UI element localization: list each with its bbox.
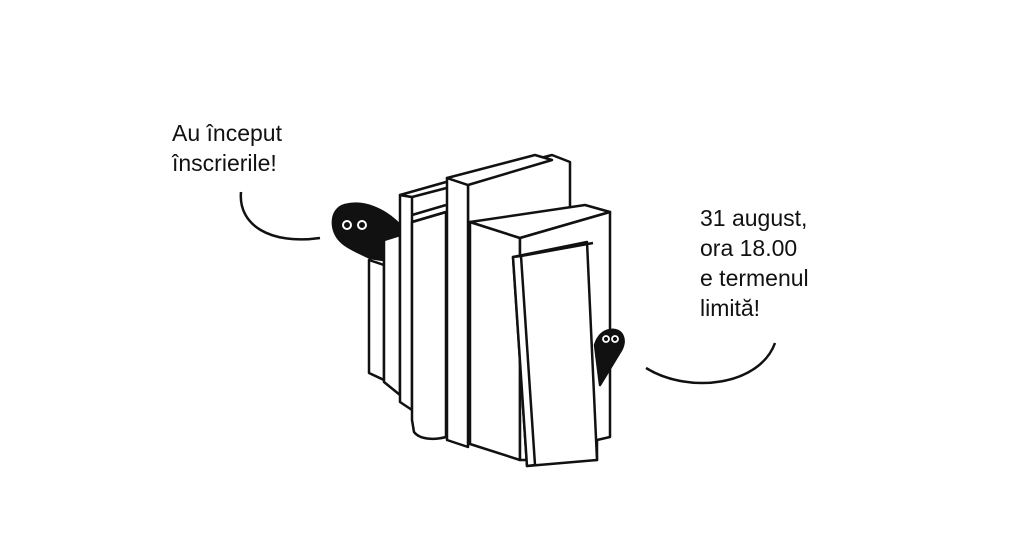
book-leaning	[511, 240, 599, 468]
left-line-2: înscrierile!	[172, 150, 277, 176]
right-speech-text: 31 august, ora 18.00 e termenul limită!	[700, 203, 809, 323]
book-back-small	[367, 258, 386, 382]
book-spine-1	[398, 193, 414, 412]
right-line-2: ora 18.00	[700, 235, 798, 261]
left-speech-text: Au început înscrierile!	[172, 118, 282, 178]
right-line-1: 31 august,	[700, 205, 808, 231]
left-line-1: Au început	[172, 120, 282, 146]
right-line-3: e termenul	[700, 265, 809, 291]
right-speech-curve	[645, 342, 777, 385]
right-ghost	[593, 328, 625, 387]
left-speech-curve	[239, 191, 321, 241]
book-tall-thin	[445, 176, 470, 449]
book-round-spine	[410, 210, 448, 441]
right-line-4: limită!	[700, 295, 761, 321]
